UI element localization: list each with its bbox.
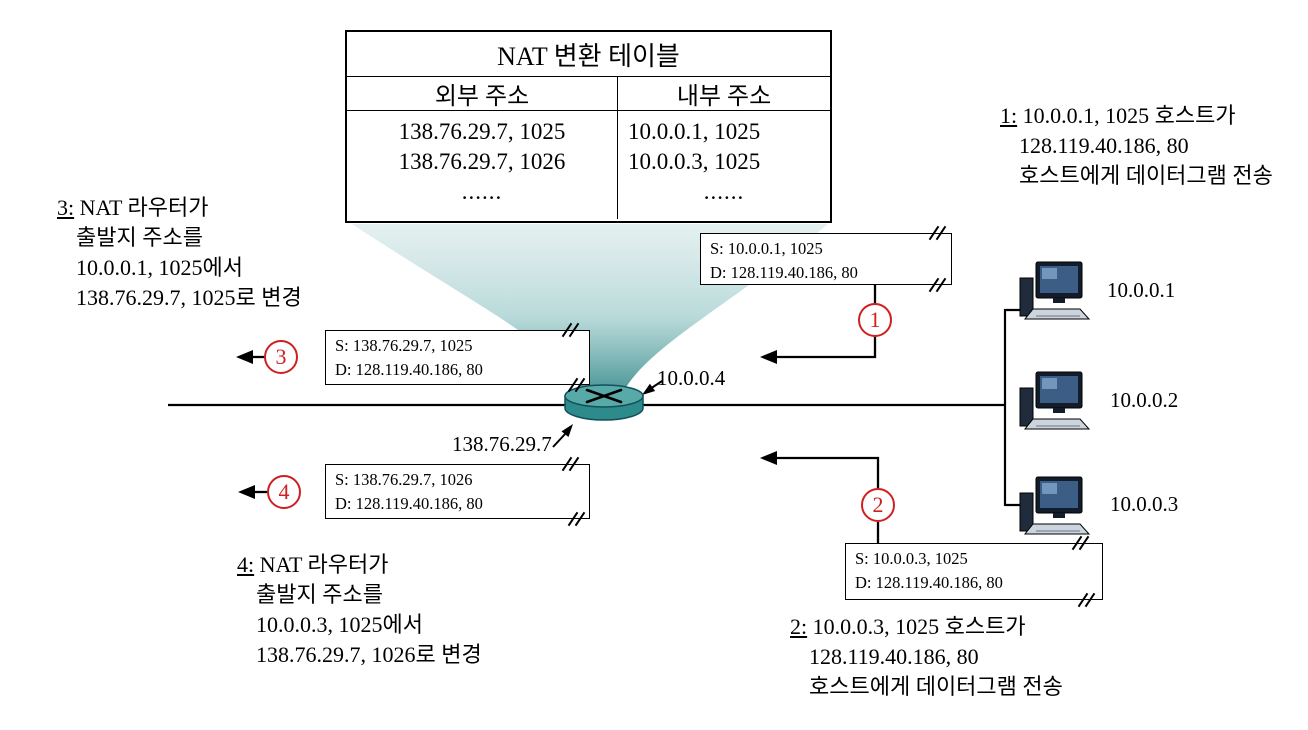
- nat-table-header-internal: 내부 주소: [617, 77, 830, 110]
- packet3-box: S: 138.76.29.7, 1025 D: 128.119.40.186, …: [325, 330, 590, 385]
- annotation-line: 10.0.0.3, 1025에서: [256, 611, 423, 637]
- step2-badge: 2: [861, 488, 895, 522]
- table-cell: 138.76.29.7, 1025: [398, 119, 566, 144]
- nat-router-cylinder-icon: [564, 384, 644, 421]
- annotation-line: 10.0.0.1, 1025에서: [76, 254, 243, 280]
- annotation-step1: 1: 10.0.0.1, 1025 호스트가 128.119.40.186, 8…: [1000, 101, 1273, 191]
- host3-computer-icon: [1019, 476, 1090, 535]
- table-cell: ......: [461, 179, 503, 204]
- table-cell: 138.76.29.7, 1026: [398, 149, 566, 174]
- annotation-line: 3: NAT 라우터가: [57, 193, 302, 223]
- nat-translation-table: NAT 변환 테이블 외부 주소 내부 주소 138.76.29.7, 1025…: [345, 30, 832, 223]
- table-cell: 10.0.0.3, 1025: [628, 149, 761, 174]
- packet2-box: S: 10.0.0.3, 1025 D: 128.119.40.186, 80: [845, 543, 1103, 600]
- annotation-line: 호스트에게 데이터그램 전송: [809, 673, 1063, 699]
- annotation-line: 호스트에게 데이터그램 전송: [1019, 162, 1273, 188]
- annotation-line: 출발지 주소를: [256, 581, 383, 607]
- packet4-source: S: 138.76.29.7, 1026: [335, 470, 473, 489]
- link-break-hash-icon: [1077, 592, 1096, 608]
- nat-table-internal-column: 10.0.0.1, 1025 10.0.0.3, 1025 ......: [617, 111, 830, 219]
- annotation-text: 10.0.0.3, 1025 호스트가: [807, 614, 1026, 639]
- router-wan-ip-label: 138.76.29.7: [452, 432, 552, 456]
- step4-badge: 4: [267, 475, 301, 509]
- packet1-box: S: 10.0.0.1, 1025 D: 128.119.40.186, 80: [700, 233, 952, 285]
- host2-ip-label: 10.0.0.2: [1110, 388, 1179, 412]
- link-break-hash-icon: [567, 377, 586, 393]
- packet3-source: S: 138.76.29.7, 1025: [335, 336, 473, 355]
- step3-badge: 3: [264, 340, 298, 374]
- step4-number: 4:: [237, 552, 255, 577]
- annotation-line: 4: NAT 라우터가: [237, 550, 482, 580]
- host-computer-icons: [1019, 261, 1090, 535]
- link-break-hash-icon: [561, 322, 580, 338]
- router-lan-ip-label: 10.0.0.4: [657, 366, 726, 390]
- packet4-destination: D: 128.119.40.186, 80: [335, 493, 483, 513]
- nat-table-body: 138.76.29.7, 1025 138.76.29.7, 1026 ....…: [347, 111, 830, 219]
- annotation-line: 128.119.40.186, 80: [809, 643, 979, 669]
- link-break-hash-icon: [928, 225, 947, 241]
- table-cell: ......: [703, 179, 745, 204]
- label-pointer-arrows: [552, 380, 663, 448]
- annotation-text: NAT 라우터가: [254, 552, 389, 577]
- step2-number: 2:: [790, 614, 808, 639]
- annotation-line: 2: 10.0.0.3, 1025 호스트가: [790, 612, 1063, 642]
- packet4-box: S: 138.76.29.7, 1026 D: 128.119.40.186, …: [325, 464, 590, 519]
- nat-table-external-column: 138.76.29.7, 1025 138.76.29.7, 1026 ....…: [347, 111, 617, 219]
- annotation-text: 10.0.0.1, 1025 호스트가: [1017, 103, 1236, 128]
- annotation-line: 138.76.29.7, 1025로 변경: [76, 284, 302, 310]
- annotation-step3: 3: NAT 라우터가 출발지 주소를 10.0.0.1, 1025에서 138…: [57, 193, 302, 313]
- packet1-source: S: 10.0.0.1, 1025: [710, 239, 823, 258]
- packet1-destination: D: 128.119.40.186, 80: [710, 262, 858, 282]
- annotation-step4: 4: NAT 라우터가 출발지 주소를 10.0.0.3, 1025에서 138…: [237, 550, 482, 670]
- table-cell: 10.0.0.1, 1025: [628, 119, 761, 144]
- link-break-hash-icon: [928, 277, 947, 293]
- annotation-step2: 2: 10.0.0.3, 1025 호스트가 128.119.40.186, 8…: [790, 612, 1063, 702]
- annotation-text: NAT 라우터가: [74, 195, 209, 220]
- link-break-hash-icon: [567, 511, 586, 527]
- host2-computer-icon: [1019, 371, 1090, 430]
- packet-flow-arrows: [236, 282, 880, 546]
- host1-ip-label: 10.0.0.1: [1107, 278, 1176, 302]
- annotation-line: 138.76.29.7, 1026로 변경: [256, 641, 482, 667]
- annotation-line: 1: 10.0.0.1, 1025 호스트가: [1000, 101, 1273, 131]
- packet2-destination: D: 128.119.40.186, 80: [855, 572, 1003, 592]
- host1-computer-icon: [1019, 261, 1090, 320]
- step1-number: 1:: [1000, 103, 1018, 128]
- step1-badge: 1: [858, 303, 892, 337]
- packet2-source: S: 10.0.0.3, 1025: [855, 549, 968, 568]
- nat-table-title: NAT 변환 테이블: [347, 32, 830, 77]
- step3-number: 3:: [57, 195, 75, 220]
- link-break-hash-icon: [1071, 535, 1090, 551]
- host3-ip-label: 10.0.0.3: [1110, 492, 1179, 516]
- link-break-hash-icon: [561, 456, 580, 472]
- packet3-destination: D: 128.119.40.186, 80: [335, 359, 483, 379]
- nat-table-header-row: 외부 주소 내부 주소: [347, 77, 830, 111]
- annotation-line: 128.119.40.186, 80: [1019, 132, 1189, 158]
- nat-table-header-external: 외부 주소: [434, 84, 530, 110]
- annotation-line: 출발지 주소를: [76, 224, 203, 250]
